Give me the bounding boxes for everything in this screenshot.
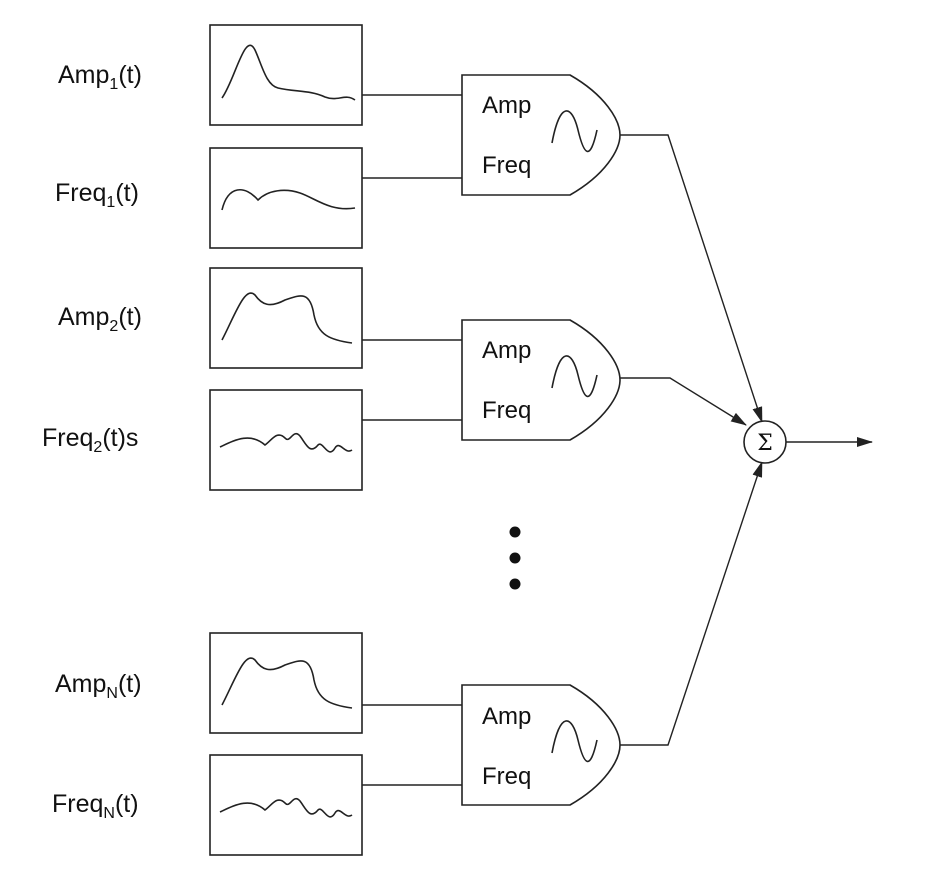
ellipsis-dots-icon — [509, 526, 521, 590]
oscillator-1-sine-icon — [551, 110, 598, 153]
freq-n-envelope-curve — [219, 797, 353, 818]
oscillator-n-freq-label: Freq — [482, 763, 531, 790]
sigma-symbol: Σ — [757, 431, 773, 456]
freq-1-label: Freq1(t) — [55, 179, 139, 211]
oscillator-2-output-arrow — [620, 377, 747, 426]
oscillator-2-freq-label: Freq — [482, 397, 531, 424]
freq-2-envelope-box — [209, 389, 363, 491]
amp-1-envelope-box — [209, 24, 363, 126]
freq-1-envelope-curve — [221, 189, 356, 211]
amp-1-envelope-curve — [221, 44, 356, 101]
amp-n-envelope-curve — [221, 657, 353, 709]
freq-2-label: Freq2(t)s — [42, 424, 138, 456]
amp-2-envelope-box — [209, 267, 363, 369]
oscillator-n-amp-label: Amp — [482, 703, 531, 730]
oscillator-1-amp-label: Amp — [482, 92, 531, 119]
oscillator-n-sine-icon — [551, 720, 598, 763]
freq-n-label: FreqN(t) — [52, 790, 139, 822]
freq-1-envelope-box — [209, 147, 363, 249]
channel-1: Amp1(t) Freq1(t) Amp Freq — [55, 24, 763, 423]
amp-2-label: Amp2(t) — [58, 303, 142, 335]
oscillator-1-freq-label: Freq — [482, 152, 531, 179]
oscillator-1-output-arrow — [620, 134, 763, 423]
summer: Σ — [743, 420, 873, 464]
freq-2-envelope-curve — [219, 432, 353, 453]
amp-n-envelope-box — [209, 632, 363, 734]
channel-2: Amp2(t) Freq2(t)s Amp Freq — [42, 267, 747, 491]
channel-n: AmpN(t) FreqN(t) Amp Freq — [52, 461, 763, 856]
amp-n-label: AmpN(t) — [55, 670, 142, 702]
amp-2-envelope-curve — [221, 292, 353, 344]
oscillator-2-sine-icon — [551, 355, 598, 398]
oscillator-2 — [461, 319, 621, 441]
oscillator-2-amp-label: Amp — [482, 337, 531, 364]
freq-n-envelope-box — [209, 754, 363, 856]
oscillator-n-output-arrow — [620, 461, 763, 746]
amp-1-label: Amp1(t) — [58, 61, 142, 93]
